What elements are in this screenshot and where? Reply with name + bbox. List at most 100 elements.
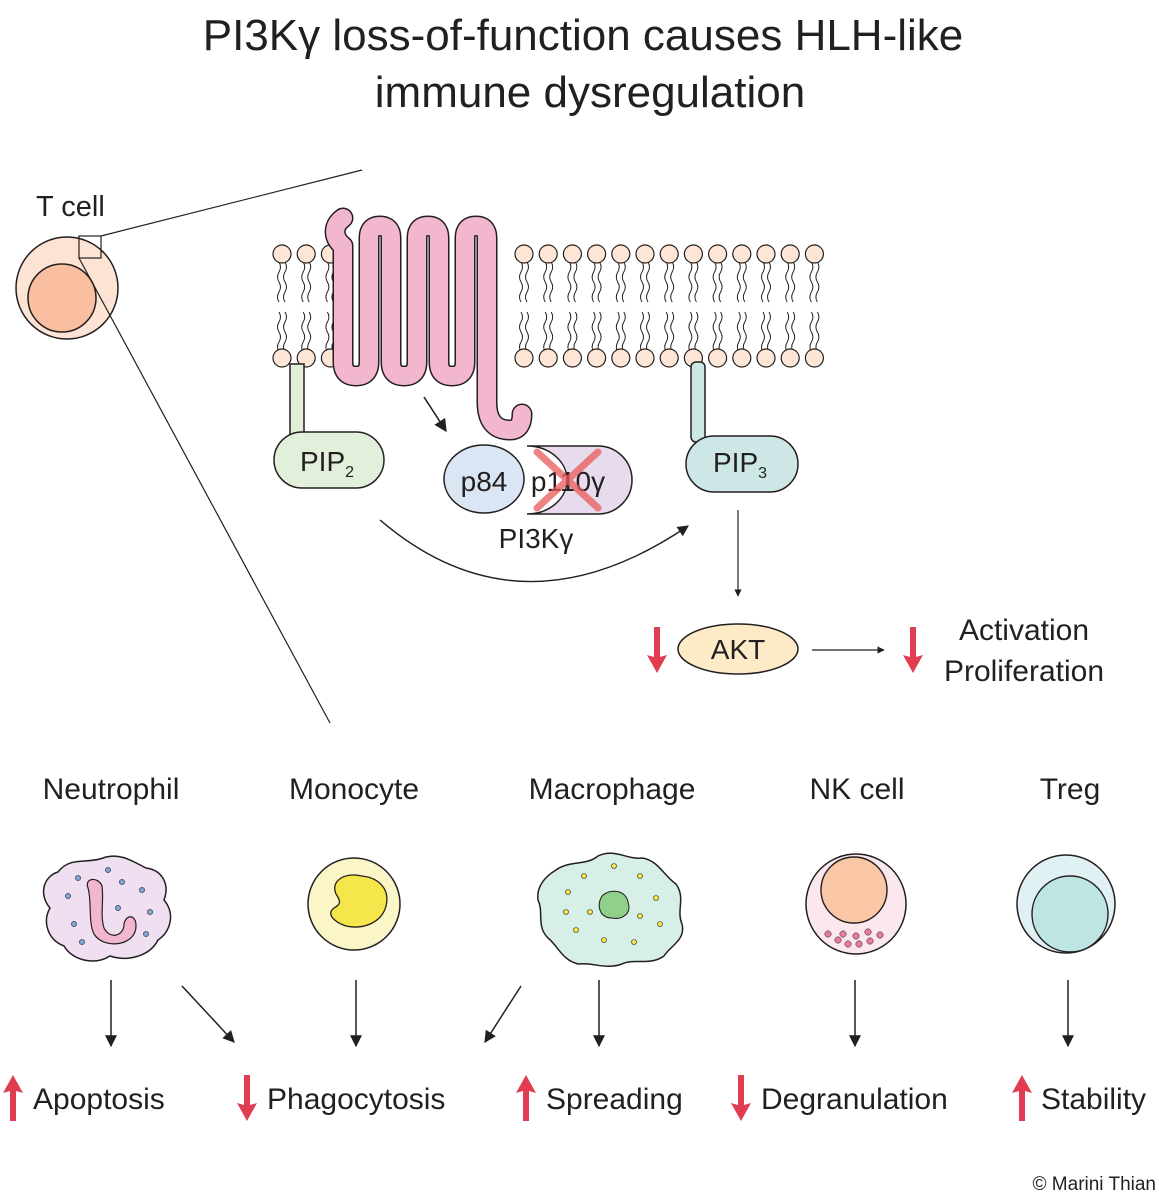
lipid-tail: [815, 261, 820, 303]
lipid-head: [635, 348, 655, 368]
lipid-head: [296, 244, 316, 264]
lipid-tail: [694, 261, 699, 303]
lipid-tail: [277, 311, 281, 353]
lipid-tail: [307, 261, 312, 303]
effect-apoptosis: Apoptosis: [33, 1083, 165, 1116]
lipid-tail: [301, 311, 306, 353]
lipid-tail: [283, 261, 287, 303]
pip2-label: PIP: [300, 446, 345, 477]
lipid-tail: [712, 261, 717, 303]
lipid-tail: [646, 261, 650, 303]
lipid-tail: [742, 261, 747, 303]
lipid-tail: [785, 311, 790, 353]
macrophage-phagocytosis-arrow: [484, 985, 522, 1044]
svg-text:PIP2: PIP2: [300, 446, 354, 481]
lipid-tail: [761, 261, 765, 303]
lipid-tail: [785, 261, 790, 303]
lipid-head: [804, 244, 825, 264]
cell-name-neutrophil: Neutrophil: [43, 773, 180, 806]
lipid-tail: [718, 311, 723, 353]
zoom-lines: [78, 169, 363, 724]
lipid-head: [804, 348, 825, 368]
lipid-tail: [767, 311, 771, 353]
lipid-tail: [670, 311, 675, 353]
lipid-tail: [718, 261, 723, 303]
lipid-head: [296, 348, 316, 368]
title-line-1: PI3Kγ loss-of-function causes HLH-like: [203, 11, 964, 60]
effect-degranulation: Degranulation: [761, 1083, 948, 1116]
receptor-icon: [324, 207, 533, 441]
lipid-head: [562, 348, 583, 368]
outcome-proliferation-label: Proliferation: [944, 655, 1104, 688]
spreading-increase-arrow-icon: [516, 1075, 536, 1121]
lipid-head: [635, 244, 655, 264]
apoptosis-increase-arrow-icon: [3, 1075, 23, 1121]
lipid-tail: [573, 311, 578, 353]
lipid-tail: [621, 261, 626, 303]
svg-text:PIP3: PIP3: [713, 447, 767, 482]
lipid-head: [707, 244, 728, 264]
pi3k-complex: p84 p110γ PI3Kγ: [443, 444, 633, 554]
lipid-tail: [543, 311, 548, 353]
lipid-head: [756, 244, 776, 264]
cell-name-nk-cell: NK cell: [809, 773, 904, 806]
lipid-tail: [549, 261, 554, 303]
lipid-tail: [301, 261, 306, 303]
lipid-head: [659, 244, 679, 264]
lipid-tail: [519, 261, 523, 303]
macrophage-icon: [537, 852, 684, 967]
lipid-head: [780, 348, 800, 368]
lipid-tail: [325, 261, 330, 303]
t-cell-label: T cell: [36, 191, 105, 223]
lipid-tail: [325, 311, 330, 353]
lipid-tail: [525, 261, 529, 303]
lipid-tail: [694, 311, 699, 353]
lipid-tail: [809, 311, 814, 353]
akt-protein: AKT: [647, 623, 799, 675]
lipid-tail: [670, 261, 675, 303]
lipid-head: [272, 348, 292, 368]
lipid-tail: [283, 311, 287, 353]
phagocytosis-decrease-arrow-icon: [237, 1075, 257, 1121]
cell-name-macrophage: Macrophage: [529, 773, 696, 806]
effect-phagocytosis: Phagocytosis: [267, 1083, 445, 1116]
cell-name-monocyte: Monocyte: [289, 773, 419, 806]
lipid-head: [514, 348, 534, 368]
lipid-tail: [742, 311, 747, 353]
lipid-tail: [640, 261, 644, 303]
stability-increase-arrow-icon: [1012, 1075, 1032, 1121]
lipid-head: [586, 244, 607, 264]
lipid-tail: [519, 311, 523, 353]
lipid-tail: [573, 261, 578, 303]
lipid-tail: [767, 261, 771, 303]
lipid-head: [732, 244, 752, 264]
nk-cell-icon: [805, 853, 907, 955]
lipid-head: [611, 348, 631, 368]
lipid-tail: [664, 311, 669, 353]
lipid-tail: [712, 311, 717, 353]
lipid-head: [683, 244, 704, 264]
pip2-subscript: 2: [345, 464, 354, 481]
degranulation-decrease-arrow-icon: [731, 1075, 751, 1121]
lipid-tail: [597, 311, 602, 353]
lipid-tail: [640, 311, 644, 353]
lipid-tail: [525, 311, 529, 353]
lipid-head: [707, 348, 728, 368]
lipid-head: [586, 348, 607, 368]
loss-of-function-cross-icon: [533, 448, 602, 512]
cell-effect-arrows: [105, 980, 1074, 1048]
lipid-tail: [646, 311, 650, 353]
activation-decrease-arrow-icon: [903, 627, 923, 673]
lipid-tail: [591, 261, 596, 303]
lipid-tail: [761, 311, 765, 353]
receptor-to-pi3k-arrow: [423, 396, 447, 433]
conversion-arc-arrow: [379, 519, 689, 583]
lipid-tail: [809, 261, 814, 303]
lipid-tail: [791, 261, 796, 303]
lipid-head: [756, 348, 776, 368]
pi3k-label: PI3Kγ: [499, 523, 574, 554]
lipid-tail: [543, 261, 548, 303]
pip3-label: PIP: [713, 447, 758, 478]
lipid-head: [538, 348, 558, 368]
